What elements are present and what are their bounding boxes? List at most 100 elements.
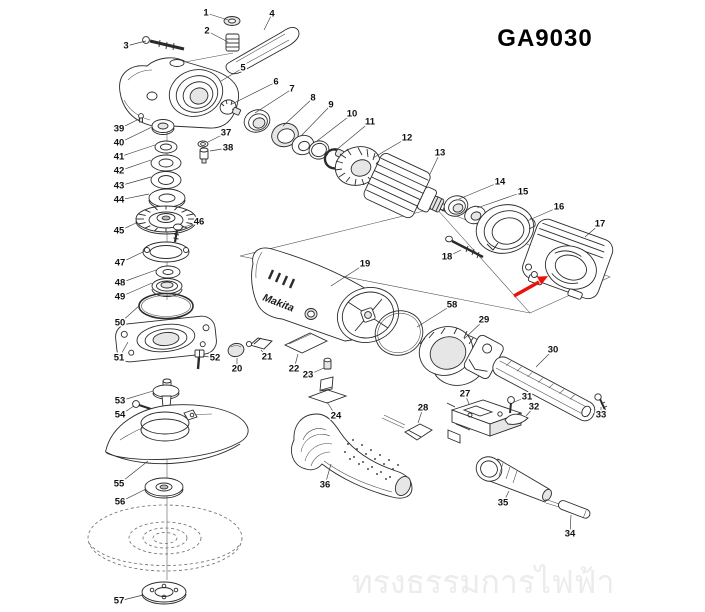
- part-number-label: 29: [479, 315, 490, 326]
- part-30-handle-bar: [463, 334, 596, 422]
- part-number-label: 27: [460, 389, 471, 400]
- part-54-screw: [132, 400, 152, 410]
- part-3-screw: [142, 36, 185, 51]
- part-number-label: 2: [204, 26, 209, 37]
- part-52-bolt: [194, 349, 205, 370]
- leader-line: [118, 159, 152, 172]
- leader-line: [119, 282, 153, 298]
- part-number-label: 7: [289, 84, 294, 95]
- vent-slots: [267, 269, 296, 289]
- leader-line: [207, 132, 227, 143]
- part-number-label: 21: [262, 352, 273, 363]
- leader-line: [307, 367, 325, 376]
- part-number-label: 49: [115, 292, 126, 303]
- part-number-label: 51: [114, 353, 125, 364]
- leader-line: [330, 263, 366, 287]
- part-4-side-grip: [225, 27, 300, 75]
- part-16-baffle-plate: [475, 204, 536, 254]
- leader-line: [416, 304, 453, 328]
- leader-line: [209, 147, 229, 152]
- part-32-lever: [504, 413, 529, 425]
- part-49-bearing: [151, 278, 183, 297]
- part-number-label: 45: [114, 226, 125, 237]
- part-35-cord-guard: [475, 456, 552, 503]
- part-number-label: 31: [522, 392, 533, 403]
- leader-line: [180, 221, 200, 229]
- part-55-wheel-guard: [105, 404, 249, 465]
- leader-line: [334, 121, 371, 152]
- part-number-label: 43: [114, 181, 125, 192]
- part-number-label: 12: [402, 133, 413, 144]
- leader-line: [446, 249, 462, 258]
- part-number-label: 53: [115, 396, 126, 407]
- leader-line: [254, 88, 293, 114]
- part-number-label: 17: [595, 219, 606, 230]
- leader-line: [260, 349, 268, 358]
- part-number-label: 54: [115, 410, 126, 421]
- part-number-label: 48: [115, 278, 126, 289]
- part-19-motor-housing: Makita: [251, 247, 400, 343]
- perforation-dots: [344, 439, 399, 480]
- part-number-label: 32: [529, 402, 540, 413]
- leader-line: [231, 81, 277, 105]
- leader-line: [118, 126, 153, 144]
- part-number-label: 30: [548, 345, 559, 356]
- part-number-label: 42: [114, 166, 125, 177]
- part-number-label: 3: [123, 41, 128, 52]
- part-12-bevel-gear: [334, 146, 382, 186]
- part-48-washer: [155, 265, 181, 279]
- part-number-label: 20: [232, 364, 243, 375]
- part-10-ring: [308, 140, 330, 160]
- part-number-label: 38: [223, 143, 234, 154]
- part-number-label: 34: [565, 529, 576, 540]
- leader-line: [326, 401, 337, 417]
- part-47-plate-ring: [142, 241, 190, 263]
- part-number-label: 28: [418, 403, 429, 414]
- part-number-label: 6: [273, 77, 278, 88]
- leader-line: [464, 393, 470, 405]
- part-number-label: 23: [303, 370, 314, 381]
- part-18-screw: [445, 235, 484, 259]
- part-number-label: 55: [114, 479, 125, 490]
- leader-line: [569, 514, 572, 535]
- model-title: GA9030: [497, 25, 592, 52]
- part-2-carbon-brush: [225, 33, 240, 52]
- part-number-label: 36: [320, 480, 331, 491]
- leader-line: [263, 13, 273, 31]
- leader-line: [118, 222, 137, 232]
- part-45-bevel-gear: [135, 205, 197, 235]
- leader-line: [535, 349, 554, 368]
- part-6-pinion-gear: [219, 99, 242, 116]
- leader-line: [220, 67, 244, 82]
- part-33-screw: [594, 393, 608, 413]
- part-27-switch: [446, 399, 523, 444]
- leader-line: [293, 353, 299, 370]
- leader-line: [282, 97, 314, 127]
- part-43-washer: [150, 171, 182, 189]
- part-number-label: 52: [210, 353, 221, 364]
- part-number-label: 8: [310, 93, 315, 104]
- part-labels: 1234567891011121314151617181958293020212…: [112, 6, 608, 608]
- part-number-label: 56: [115, 497, 126, 508]
- leader-line: [525, 406, 535, 417]
- part-50-o-ring: [138, 292, 194, 320]
- leader-line: [526, 206, 560, 222]
- leader-line: [118, 117, 142, 130]
- part-number-label: 1: [203, 8, 209, 19]
- part-44-plate: [148, 188, 186, 210]
- leader-line: [476, 191, 524, 209]
- axis-line: [184, 52, 234, 63]
- leader-line: [118, 176, 152, 187]
- part-5-gear-housing: [119, 57, 240, 129]
- part-57-lock-nut: [141, 581, 187, 605]
- part-23-pin: [323, 357, 332, 370]
- part-7-ball-bearing: [243, 109, 271, 133]
- part-20-brush-cap: [227, 342, 245, 358]
- part-31-screw: [507, 396, 515, 414]
- part-number-label: 4: [269, 9, 275, 20]
- part-number-label: 16: [554, 202, 565, 213]
- part-28-connector: [381, 414, 433, 441]
- leader-line: [502, 490, 510, 504]
- part-40-bearing: [151, 119, 175, 135]
